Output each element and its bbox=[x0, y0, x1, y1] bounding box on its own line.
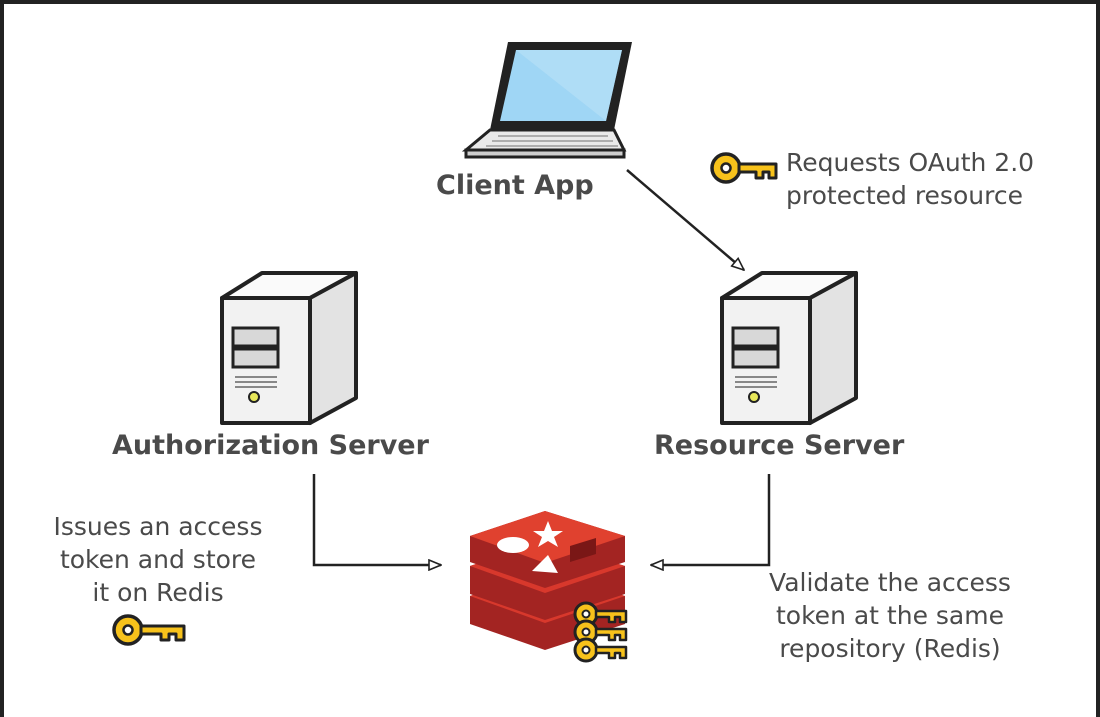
note-validate-line: token at the same bbox=[776, 601, 1004, 630]
note-validate: Validate the access token at the same re… bbox=[748, 566, 1032, 665]
key-icon bbox=[112, 614, 186, 646]
arrow-resource-to-redis bbox=[651, 474, 771, 565]
key-icon bbox=[710, 152, 778, 184]
note-issue: Issues an access token and store it on R… bbox=[34, 510, 282, 609]
arrow-auth-to-redis bbox=[312, 474, 441, 565]
note-validate-line: repository (Redis) bbox=[779, 634, 1001, 663]
note-request-line: protected resource bbox=[786, 181, 1023, 210]
arrow-client-to-resource bbox=[626, 169, 744, 270]
note-validate-line: Validate the access bbox=[769, 568, 1011, 597]
note-issue-line: Issues an access bbox=[53, 512, 263, 541]
note-issue-line: token and store bbox=[59, 545, 257, 574]
key-icon bbox=[573, 637, 628, 663]
key-icon bbox=[573, 601, 628, 627]
laptop-icon bbox=[461, 42, 632, 159]
node-label-authorization-server: Authorization Server bbox=[112, 430, 429, 461]
node-label-resource-server: Resource Server bbox=[654, 430, 905, 461]
server-icon bbox=[720, 271, 858, 425]
key-icon bbox=[573, 619, 628, 645]
node-label-client-app: Client App bbox=[436, 170, 594, 201]
server-icon bbox=[220, 271, 358, 425]
redis-icon bbox=[470, 511, 625, 650]
note-request: Requests OAuth 2.0 protected resource bbox=[786, 146, 1034, 212]
note-issue-line: it on Redis bbox=[92, 578, 224, 607]
note-request-line: Requests OAuth 2.0 bbox=[786, 148, 1035, 177]
